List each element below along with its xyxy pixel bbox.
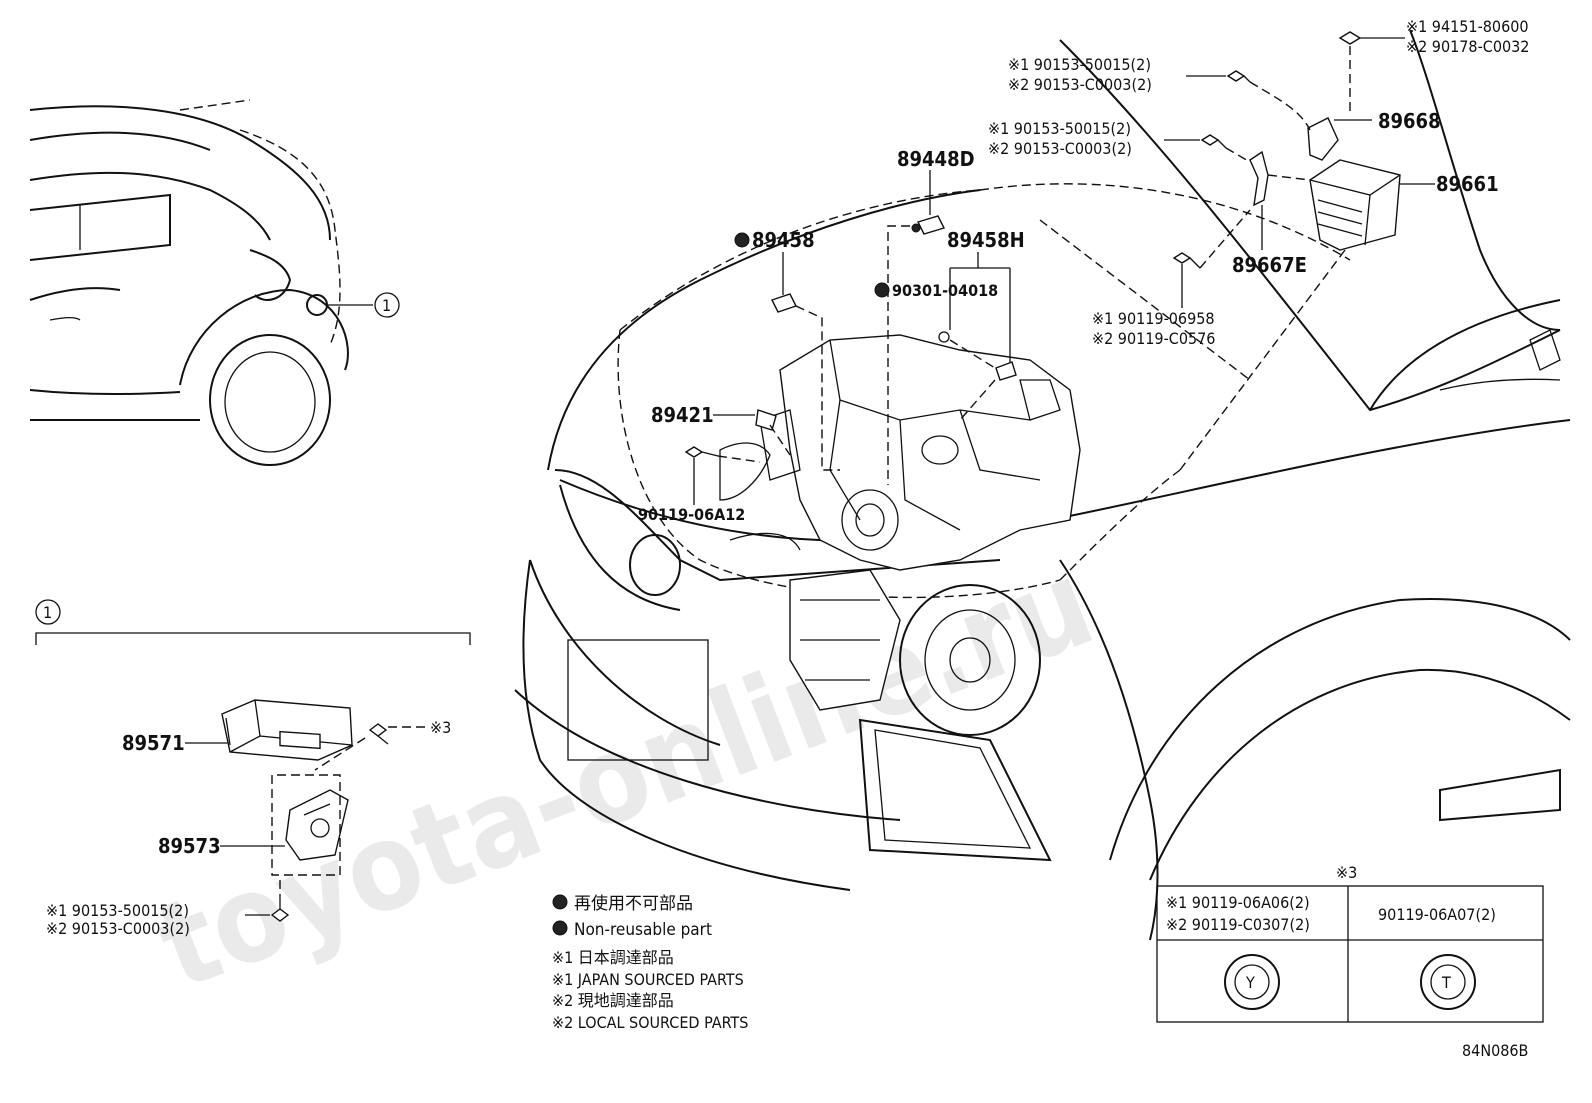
- sensor-89458h: [995, 361, 1017, 381]
- legend-nonreusable-jp: 再使用不可部品: [574, 893, 693, 914]
- bolt-mark-t: T: [1441, 973, 1451, 992]
- rear-quarter-car-view: 1: [29, 99, 400, 466]
- nut-94151: [1338, 31, 1362, 45]
- sensor-location-marker: [306, 294, 328, 316]
- bolt-ref3-label: ※3: [430, 718, 451, 737]
- nut-94151-note-2: ※2 90178-C0032: [1406, 37, 1529, 56]
- sensor-89458: [771, 293, 797, 313]
- part-89458h-label: 89458H: [947, 228, 1025, 252]
- table-col1-line2: ※2 90119-C0307(2): [1166, 915, 1310, 934]
- inset-bolt-note-2: ※2 90153-C0003(2): [46, 919, 190, 938]
- bolt-table: ※3 ※1 90119-06A06(2) ※2 90119-C0307(2) 9…: [1156, 863, 1544, 1023]
- bolt-90153-mid: [1200, 134, 1227, 149]
- watermark: toyota-online.ru: [141, 534, 1111, 1017]
- inset-label: 1: [43, 603, 52, 622]
- part-89421-label: 89421: [651, 403, 714, 427]
- bracket-89667e: [1249, 150, 1269, 207]
- callout-circle-label: 1: [382, 296, 391, 315]
- bolt-90119-06958-note-1: ※1 90119-06958: [1092, 309, 1215, 328]
- bolt-90153-inset: [270, 895, 290, 922]
- inset-callout-circle: [35, 599, 61, 625]
- part-89667e-label: 89667E: [1232, 253, 1307, 277]
- legend-note2-en: ※2 LOCAL SOURCED PARTS: [552, 1013, 748, 1032]
- diagram-code: 84N086B: [1462, 1041, 1528, 1060]
- bracket-89573: [285, 789, 349, 861]
- part-89573-label: 89573: [158, 834, 221, 858]
- legend-note2-jp: ※2 現地調達部品: [552, 991, 674, 1010]
- table-ref: ※3: [1336, 863, 1357, 882]
- nut-94151-note-1: ※1 94151-80600: [1406, 17, 1529, 36]
- ecu-89661: [1309, 159, 1401, 251]
- inset-bolt-note-1: ※1 90153-50015(2): [46, 901, 189, 920]
- part-89661-label: 89661: [1436, 172, 1499, 196]
- part-89668-label: 89668: [1378, 109, 1441, 133]
- front-vehicle-view: [514, 29, 1571, 941]
- bolt-head-t-icon: T: [1420, 954, 1476, 1010]
- part-89458-label: 89458: [752, 228, 815, 252]
- inset-detail: 1 89571 ※3 89573: [35, 599, 471, 938]
- callout-circle-1: [374, 292, 400, 318]
- bolt-90153-top: [1226, 70, 1251, 83]
- part-89448d-label: 89448D: [897, 147, 975, 171]
- oring-90301: [938, 331, 950, 343]
- bolt-90153-top-note-1: ※1 90153-50015(2): [1008, 55, 1151, 74]
- bolt-ref3: [368, 723, 389, 745]
- bolt-90119-06958-note-2: ※2 90119-C0576: [1092, 329, 1215, 348]
- legend-nonreusable-en: Non-reusable part: [574, 920, 712, 940]
- sensor-89421: [755, 409, 777, 431]
- part-90301-label: 90301-04018: [892, 281, 998, 300]
- sensor-89448d: [911, 215, 945, 235]
- bolt-90153-mid-note-2: ※2 90153-C0003(2): [988, 139, 1132, 158]
- part-90119-06a12-label: 90119-06A12: [638, 505, 745, 524]
- bolt-90153-mid-note-1: ※1 90153-50015(2): [988, 119, 1131, 138]
- part-89571-label: 89571: [122, 731, 185, 755]
- legend-note1-jp: ※1 日本調達部品: [552, 948, 674, 967]
- table-col1-line1: ※1 90119-06A06(2): [1166, 893, 1310, 912]
- bolt-head-y-icon: Y: [1224, 954, 1280, 1010]
- bolt-90119-06a12: [684, 446, 719, 458]
- table-col2: 90119-06A07(2): [1378, 905, 1496, 924]
- module-89571: [221, 699, 353, 761]
- bolt-90153-top-note-2: ※2 90153-C0003(2): [1008, 75, 1152, 94]
- legend-note1-en: ※1 JAPAN SOURCED PARTS: [552, 970, 744, 989]
- bolt-90119-06958: [1172, 252, 1201, 269]
- engine-assembly: [719, 334, 1081, 711]
- legend: 再使用不可部品 Non-reusable part ※1 日本調達部品 ※1 J…: [552, 893, 748, 1032]
- bolt-mark-y: Y: [1245, 973, 1255, 992]
- bracket-89668: [1307, 117, 1339, 161]
